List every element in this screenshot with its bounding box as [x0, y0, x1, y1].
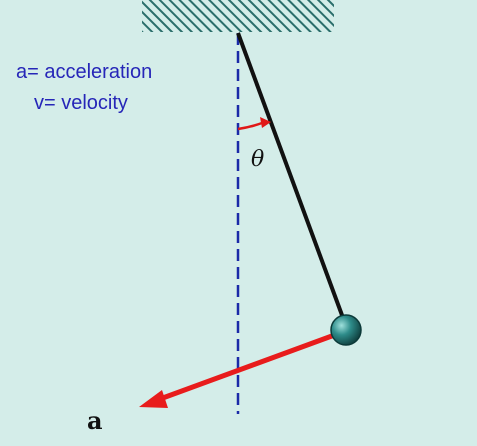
angle-arc — [237, 121, 263, 131]
angle-arc-arrowhead — [260, 117, 271, 128]
ceiling-support — [142, 0, 334, 32]
acceleration-vector-label: a — [87, 406, 103, 435]
legend-velocity: v= velocity — [34, 92, 128, 114]
acceleration-vector-arrowhead — [139, 390, 168, 408]
angle-label: θ — [251, 147, 264, 172]
legend-acceleration: a= acceleration — [16, 61, 152, 83]
pendulum-string — [236, 32, 348, 327]
acceleration-vector-shaft — [159, 330, 341, 402]
pendulum-bob — [330, 314, 362, 346]
